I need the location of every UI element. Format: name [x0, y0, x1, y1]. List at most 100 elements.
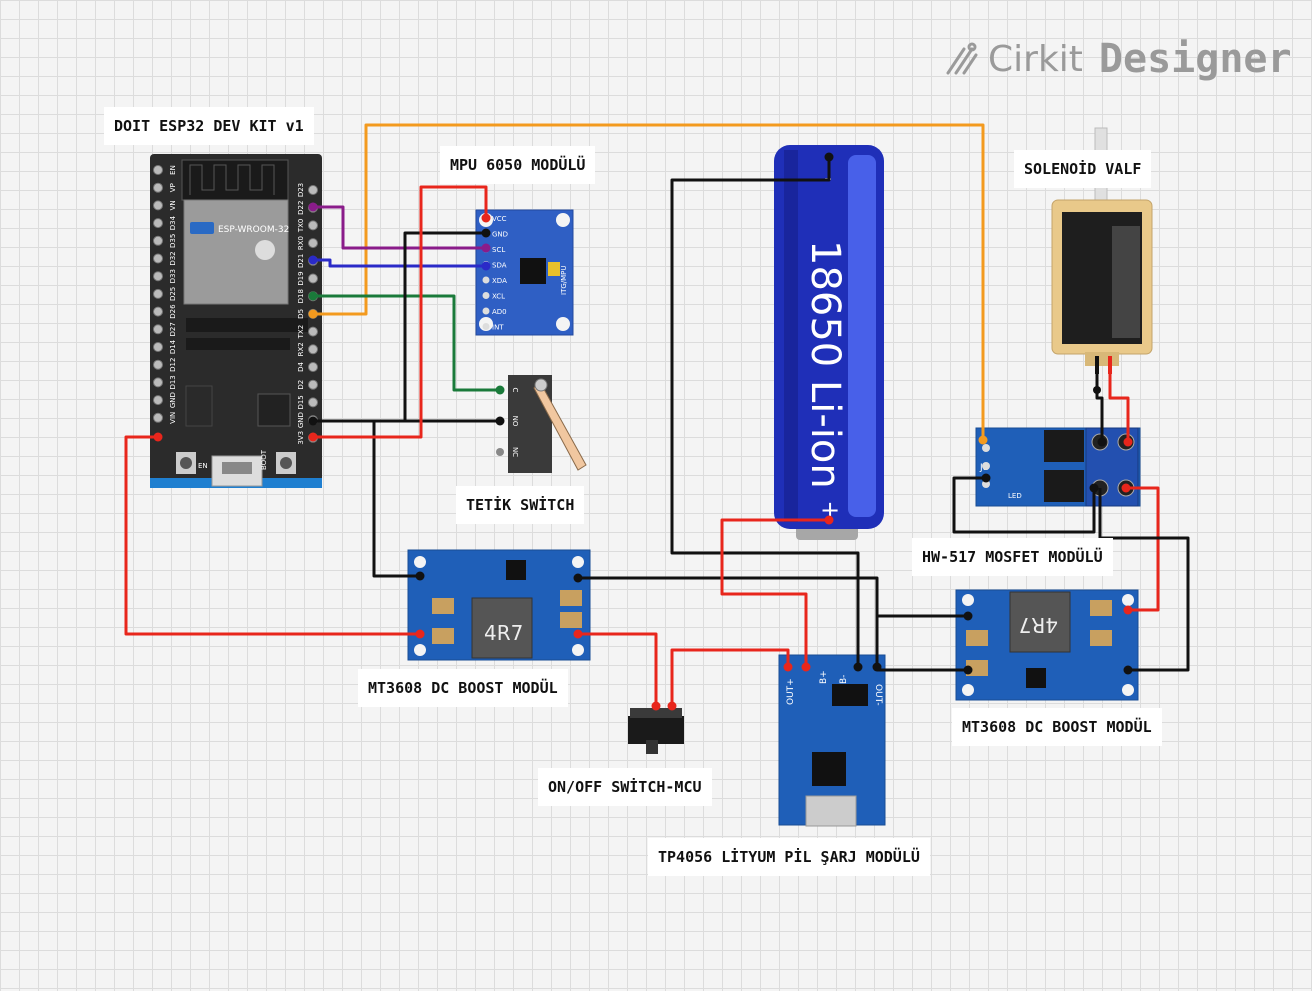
- mpu-pin-label: AD0: [492, 308, 507, 316]
- mpu-pin[interactable]: [482, 292, 490, 299]
- esp32-pin-left[interactable]: [153, 218, 163, 229]
- battery-18650[interactable]: 18650 Li-ion + -: [774, 145, 884, 540]
- esp32-pin-left[interactable]: [153, 377, 163, 388]
- esp32-pin-right[interactable]: [308, 344, 318, 355]
- esp32-pin-label: D2: [297, 380, 305, 390]
- esp32-pin-label: D18: [297, 289, 305, 303]
- label-solenoid: SOLENOİD VALF: [1014, 150, 1152, 188]
- esp32-button-en-label: EN: [198, 462, 208, 470]
- esp32-pin-left[interactable]: [153, 395, 163, 406]
- tetik-pin-label: C: [511, 388, 519, 393]
- mpu-pin[interactable]: [482, 276, 490, 284]
- esp32-pin-left[interactable]: [153, 342, 163, 352]
- esp32-pin-left[interactable]: [153, 324, 163, 335]
- esp32-pin-label: D25: [169, 287, 177, 301]
- mpu-pin-label: XDA: [492, 277, 507, 285]
- esp32-pin-label: TX2: [297, 325, 305, 340]
- label-boost-left: MT3608 DC BOOST MODÜL: [358, 669, 568, 707]
- onoff-switch[interactable]: [628, 708, 684, 754]
- boost-module-left[interactable]: 4R7: [407, 549, 591, 661]
- mosfet-led-label: LED: [1008, 492, 1022, 500]
- esp32-pin-label: D19: [297, 271, 305, 285]
- label-mosfet: HW-517 MOSFET MODÜLÜ: [912, 538, 1113, 576]
- esp32-pin-label: RX2: [297, 342, 305, 356]
- boost-left-inductor: 4R7: [484, 621, 523, 645]
- label-esp32: DOIT ESP32 DEV KIT v1: [104, 107, 314, 145]
- mpu-pin-label: INT: [492, 324, 504, 332]
- esp32-pin-right[interactable]: [308, 379, 318, 390]
- esp32-left-pins: ENVPVND34D35D32D33D25D26D27D14D12D13GNDV…: [153, 165, 177, 424]
- esp32-pin-right[interactable]: [308, 326, 318, 337]
- esp32-pin-right[interactable]: [308, 362, 318, 372]
- tp-out-plus-label: OUT+: [786, 678, 796, 705]
- mpu-pin[interactable]: [482, 323, 490, 330]
- esp32-pin-left[interactable]: [153, 306, 163, 317]
- esp32-pin-left[interactable]: [153, 235, 163, 246]
- esp32-pin-left[interactable]: [153, 165, 163, 175]
- tp-b-plus-label: B+: [819, 670, 829, 684]
- tp4056-module[interactable]: OUT+ B+ B- OUT-: [778, 654, 886, 827]
- wires: [124, 123, 1190, 706]
- esp32-pin-right[interactable]: [308, 238, 318, 249]
- esp32-pin-label: EN: [169, 165, 177, 175]
- esp32-pin-label: RX0: [297, 236, 305, 250]
- mpu-pin-label: SCL: [492, 246, 505, 254]
- esp32-pin-label: D26: [169, 304, 177, 319]
- mpu-pin[interactable]: [482, 307, 490, 315]
- mpu-pin-label: XCL: [492, 293, 505, 301]
- solenoid-valve[interactable]: [1051, 127, 1153, 374]
- esp32-pin-label: D22: [297, 201, 305, 215]
- esp32-board[interactable]: ESP-WROOM-32 EN BOOT ENVPVND34D35D32D33D…: [150, 154, 322, 488]
- tp-b-minus-label: B-: [839, 675, 849, 684]
- esp32-pin-left[interactable]: [153, 200, 163, 211]
- esp32-pin-right[interactable]: [308, 273, 318, 284]
- tp-out-minus-label: OUT-: [873, 684, 883, 706]
- cirkit-logo-icon: [946, 42, 978, 75]
- esp32-pin-right[interactable]: [308, 397, 318, 408]
- esp32-button-boot-label: BOOT: [260, 449, 268, 470]
- esp32-pin-left[interactable]: [153, 253, 163, 264]
- esp32-pin-right[interactable]: [308, 185, 318, 195]
- esp32-pin-label: D32: [169, 251, 177, 265]
- esp32-pin-left[interactable]: [153, 359, 163, 370]
- esp32-pin-label: VP: [169, 183, 177, 192]
- tetik-pin[interactable]: [496, 448, 504, 456]
- hw517-mosfet-module[interactable]: J1 LED: [975, 427, 1141, 507]
- esp32-pin-label: D34: [169, 215, 177, 230]
- label-mpu6050: MPU 6050 MODÜLÜ: [440, 146, 596, 184]
- mpu-pin-label: VCC: [492, 215, 507, 223]
- esp32-module-name: ESP-WROOM-32: [218, 225, 289, 235]
- brand-name-bold: Designer: [1098, 36, 1292, 82]
- esp32-pin-label: D33: [169, 269, 177, 283]
- esp32-pin-label: D13: [169, 375, 177, 389]
- boost-module-right[interactable]: 4R7: [955, 589, 1139, 701]
- label-tetik-switch: TETİK SWİTCH: [456, 486, 585, 524]
- tetik-pin-label: NC: [511, 447, 519, 457]
- esp32-pin-label: D5: [297, 309, 305, 319]
- esp32-pin-label: GND: [297, 412, 305, 428]
- esp32-pin-left[interactable]: [153, 182, 163, 193]
- label-onoff-switch: ON/OFF SWİTCH-MCU: [538, 768, 712, 806]
- esp32-pin-left[interactable]: [153, 271, 163, 282]
- esp32-pin-label: D21: [297, 254, 305, 268]
- esp32-pin-left[interactable]: [153, 288, 163, 299]
- mpu-chip-label: ITG/MPU: [560, 265, 568, 295]
- mpu-pin-label: GND: [492, 231, 508, 239]
- esp32-pin-left[interactable]: [153, 412, 163, 423]
- esp32-pin-label: VN: [169, 200, 177, 210]
- esp32-pin-label: VIN: [169, 412, 177, 424]
- brand-name-light: Cirkit: [988, 38, 1083, 80]
- mpu-pin-label: SDA: [492, 262, 507, 270]
- label-tp4056: TP4056 LİTYUM PİL ŞARJ MODÜLÜ: [648, 838, 930, 876]
- esp32-pin-right[interactable]: [308, 220, 318, 231]
- brand-logo: Cirkit Designer: [942, 34, 1292, 84]
- battery-plus-label: +: [820, 496, 840, 524]
- esp32-pin-label: GND: [169, 392, 177, 408]
- pin-markers: [153, 152, 1133, 711]
- esp32-pin-label: D27: [169, 322, 177, 336]
- esp32-pin-label: D23: [297, 183, 305, 197]
- esp32-pin-label: 3V3: [297, 431, 305, 445]
